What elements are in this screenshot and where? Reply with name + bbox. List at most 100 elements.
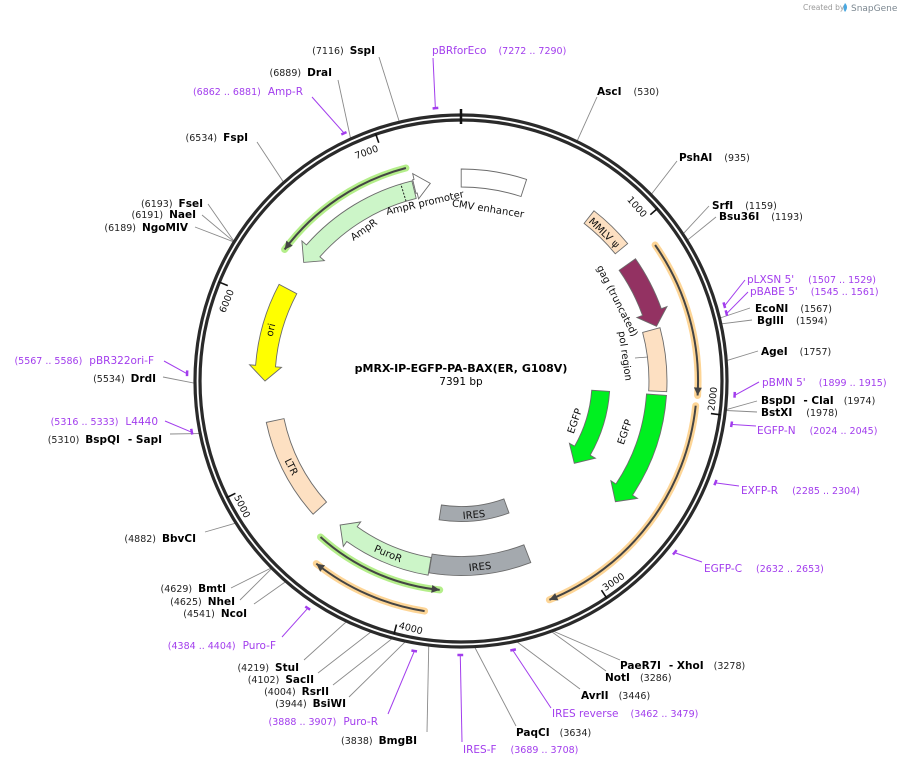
site-label-drai[interactable]: (6889)DraI — [270, 67, 332, 79]
translation-arc[interactable] — [651, 241, 702, 399]
primer-label-plxsn-5[interactable]: pLXSN 5'(1507 .. 1529) — [747, 274, 876, 286]
site-label-pshai[interactable]: PshAI(935) — [679, 152, 750, 164]
site-leader-line — [253, 581, 286, 605]
primer-binding-mark[interactable] — [411, 649, 418, 653]
tick-mark — [374, 133, 380, 144]
snapgene-logo-icon — [843, 3, 847, 12]
primer-binding-mark[interactable] — [189, 428, 194, 435]
primer-label-exfp-r[interactable]: EXFP-R(2285 .. 2304) — [741, 485, 860, 497]
site-position: (4882) — [124, 534, 156, 545]
feature-ires[interactable] — [428, 544, 532, 576]
site-label-srfi[interactable]: SrfI(1159) — [712, 200, 777, 212]
site-label-fspi[interactable]: (6534)FspI — [186, 132, 248, 144]
site-label-noti[interactable]: NotI(3286) — [605, 672, 672, 684]
site-label-rsrii[interactable]: (4004)RsrII — [264, 686, 329, 698]
site-label-ngomiv[interactable]: (6189)NgoMIV — [104, 222, 188, 234]
feature-ires[interactable] — [438, 498, 510, 522]
site-label-bbvci[interactable]: (4882)BbvCI — [124, 533, 196, 545]
primer-leader-line — [432, 57, 436, 108]
primer-label-pbr322ori-f[interactable]: (5567 .. 5586)pBR322ori-F — [14, 355, 154, 367]
site-label-sacii[interactable]: (4102)SacII — [248, 674, 314, 686]
feature-ltr[interactable] — [265, 418, 328, 515]
plasmid-length: 7391 bp — [439, 376, 483, 388]
feature-label-ires-inner[interactable]: IRES — [462, 509, 485, 522]
tick-mark — [600, 589, 608, 599]
primer-name: L4440 — [125, 416, 158, 428]
primer-binding-mark[interactable] — [724, 309, 729, 317]
feature-label-ires-outer[interactable]: IRES — [468, 561, 492, 574]
site-label-avrii[interactable]: AvrII(3446) — [581, 690, 650, 702]
site-label-bsiwi[interactable]: (3944)BsiWI — [275, 698, 346, 710]
site-label-stui[interactable]: (4219)StuI — [237, 662, 299, 674]
site-position: (1594) — [796, 316, 828, 327]
feature-label-cmv-enhancer[interactable]: CMV enhancer — [451, 198, 525, 220]
primer-binding-mark[interactable] — [722, 302, 727, 309]
primer-label-egfp-c[interactable]: EGFP-C(2632 .. 2653) — [704, 563, 824, 575]
translation-arc[interactable] — [281, 164, 410, 253]
site-name: AgeI — [761, 346, 788, 358]
primer-binding-mark[interactable] — [713, 479, 718, 486]
feature-ampr[interactable] — [301, 180, 417, 263]
primer-binding-mark[interactable] — [432, 106, 439, 110]
feature-egfp[interactable] — [610, 393, 667, 503]
site-alias: - ClaI — [803, 395, 833, 407]
primer-leader-line — [281, 608, 308, 638]
primer-label-puro-f[interactable]: (4384 .. 4404)Puro-F — [168, 640, 276, 652]
primer-range: (6862 .. 6881) — [193, 87, 261, 98]
feature-ori[interactable] — [248, 283, 298, 382]
primer-label-egfp-n[interactable]: EGFP-N(2024 .. 2045) — [757, 425, 877, 437]
feature-mmlv[interactable] — [583, 210, 629, 255]
site-position: (530) — [634, 87, 660, 98]
feature-puror[interactable] — [339, 521, 432, 576]
feature-label-pol-region[interactable]: pol region — [616, 331, 634, 382]
site-label-ncoi[interactable]: (4541)NcoI — [183, 608, 247, 620]
primer-binding-mark[interactable] — [340, 130, 348, 136]
site-label-drdi[interactable]: (5534)DrdI — [93, 373, 156, 385]
site-label-agei[interactable]: AgeI(1757) — [761, 346, 831, 358]
primer-binding-mark[interactable] — [672, 549, 678, 556]
primer-range: (2024 .. 2045) — [810, 426, 878, 437]
site-label-nhei[interactable]: (4625)NheI — [170, 596, 235, 608]
primer-label-amp-r[interactable]: (6862 .. 6881)Amp-R — [193, 86, 303, 98]
feature-ampr-promoter[interactable] — [412, 172, 431, 200]
site-label-sspi[interactable]: (7116)SspI — [312, 45, 375, 57]
site-label-bspqi-sapi[interactable]: (5310)BspQI- SapI — [48, 434, 162, 446]
primer-label-pbabe-5[interactable]: pBABE 5'(1545 .. 1561) — [750, 286, 879, 298]
site-label-bstxi[interactable]: BstXI(1978) — [761, 407, 838, 419]
primer-label-pbmn-5[interactable]: pBMN 5'(1899 .. 1915) — [762, 377, 887, 389]
site-label-bmgbi[interactable]: (3838)BmgBI — [341, 735, 417, 747]
primer-name: EXFP-R — [741, 485, 778, 497]
site-label-bspdi-clai[interactable]: BspDI- ClaI(1974) — [761, 395, 875, 407]
primer-label-l4440[interactable]: (5316 .. 5333)L4440 — [51, 416, 158, 428]
translation-arc[interactable] — [312, 560, 429, 615]
site-label-asci[interactable]: AscI(530) — [597, 86, 659, 98]
site-label-bmti[interactable]: (4629)BmtI — [161, 583, 226, 595]
primer-label-puro-r[interactable]: (3888 .. 3907)Puro-R — [269, 716, 378, 728]
site-label-paer7i-xhoi[interactable]: PaeR7I- XhoI(3278) — [620, 660, 745, 672]
primer-leader-line — [727, 291, 749, 314]
site-label-paqci[interactable]: PaqCI(3634) — [516, 727, 591, 739]
feature-egfp[interactable] — [568, 389, 611, 464]
site-position: (5310) — [48, 435, 80, 446]
primer-label-pbrforeco[interactable]: pBRforEco(7272 .. 7290) — [432, 45, 566, 57]
translation-arc[interactable] — [545, 402, 700, 604]
site-name: SrfI — [712, 200, 733, 212]
site-label-econi[interactable]: EcoNI(1567) — [755, 303, 832, 315]
site-label-bsu36i[interactable]: Bsu36I(1193) — [719, 211, 803, 223]
primer-binding-mark[interactable] — [304, 605, 311, 611]
translation-arc[interactable] — [317, 533, 444, 594]
site-leader-line — [687, 216, 717, 241]
feature-gag-truncated[interactable] — [618, 258, 668, 327]
primer-label-ires-f[interactable]: IRES-F(3689 .. 3708) — [463, 744, 578, 756]
primer-binding-mark[interactable] — [510, 648, 517, 652]
feature-label-ori[interactable]: ori — [265, 323, 279, 338]
feature-pol-region[interactable] — [642, 327, 668, 393]
primer-binding-mark[interactable] — [729, 421, 734, 428]
site-name: BspQI — [85, 434, 120, 446]
site-label-fsei[interactable]: (6193)FseI — [141, 198, 203, 210]
primer-label-ires-reverse[interactable]: IRES reverse(3462 .. 3479) — [552, 708, 698, 720]
feature-cmv-enhancer[interactable] — [460, 168, 528, 198]
site-label-naei[interactable]: (6191)NaeI — [132, 209, 197, 221]
site-label-bglii[interactable]: BglII(1594) — [757, 315, 828, 327]
feature-label-egfp-outer[interactable]: EGFP — [616, 418, 635, 446]
